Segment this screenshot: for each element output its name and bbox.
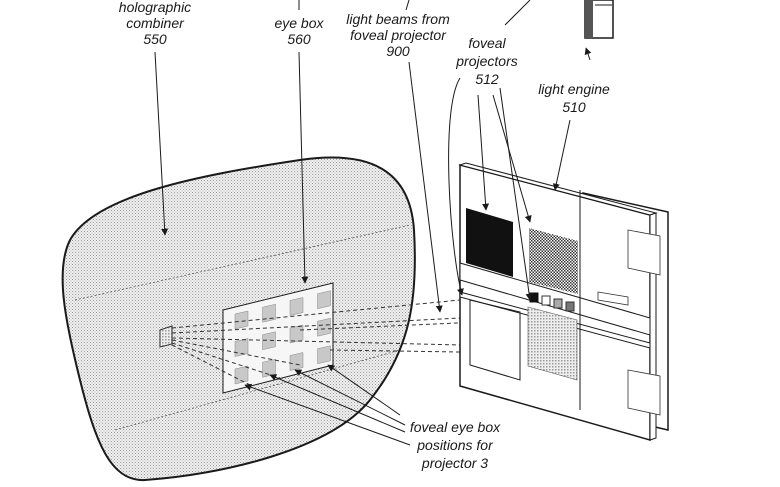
leader-combiner bbox=[154, 51, 169, 236]
label-engine-line1: light engine bbox=[538, 81, 610, 97]
projector-square-4 bbox=[565, 301, 575, 312]
foveal-projector-checker bbox=[529, 228, 578, 294]
projector-square-1 bbox=[529, 292, 539, 303]
eye-box-cells bbox=[234, 290, 331, 385]
eye-box-cell bbox=[289, 324, 304, 344]
projector-square-2 bbox=[541, 295, 551, 306]
leader-eyebox bbox=[298, 51, 309, 284]
leader-projector-3 bbox=[499, 87, 533, 301]
label-beams-ref: 900 bbox=[386, 43, 410, 59]
label-combiner-line2: combiner bbox=[126, 15, 185, 31]
label-positions-line2: positions for bbox=[416, 437, 494, 453]
eye-box-cell bbox=[317, 290, 331, 310]
eye-box-cell bbox=[317, 345, 331, 365]
leader-engine-top bbox=[584, 47, 592, 61]
label-projectors-line2: projectors bbox=[455, 53, 517, 69]
leader-top bbox=[504, 0, 531, 26]
eye-box-cell bbox=[234, 310, 249, 330]
label-positions-line1: foveal eye box bbox=[410, 419, 501, 435]
foveal-projector-light bbox=[527, 306, 578, 381]
projector-square-3 bbox=[553, 298, 563, 309]
eye-box-cell bbox=[262, 303, 276, 323]
eye-box-cell bbox=[317, 317, 331, 337]
guide-line bbox=[74, 224, 411, 301]
label-beams-line2: foveal projector bbox=[350, 27, 447, 43]
leader-beams bbox=[408, 61, 443, 313]
foveal-projector-dark bbox=[466, 208, 513, 277]
leader-top bbox=[405, 0, 410, 11]
label-beams-line1: light beams from bbox=[346, 11, 450, 27]
label-combiner-line1: holographic bbox=[119, 0, 191, 15]
light-beams bbox=[171, 299, 526, 386]
eye-box bbox=[222, 282, 334, 394]
label-combiner-ref: 550 bbox=[143, 31, 167, 47]
label-eyebox-line1: eye box bbox=[274, 15, 324, 31]
label-engine-ref: 510 bbox=[562, 99, 586, 115]
leader-projector-0 bbox=[448, 77, 464, 296]
leader-position-3 bbox=[269, 374, 406, 433]
eye-pupil bbox=[159, 325, 173, 348]
eye-box-cell bbox=[262, 331, 276, 351]
leader-position-1 bbox=[327, 364, 401, 416]
eye-box-cell bbox=[262, 358, 276, 378]
label-projectors-ref: 512 bbox=[475, 71, 499, 87]
leader-engine bbox=[552, 119, 571, 191]
label-positions-line3: projector 3 bbox=[421, 455, 488, 471]
light-engine bbox=[458, 162, 669, 441]
eye-box-cell bbox=[289, 297, 304, 316]
light-engine-top bbox=[584, 0, 614, 39]
label-projectors-line1: foveal bbox=[468, 35, 506, 51]
label-eyebox-ref: 560 bbox=[287, 31, 311, 47]
leader-projector-2 bbox=[492, 94, 532, 223]
leader-projector-1 bbox=[477, 94, 490, 211]
leader-position-4 bbox=[244, 383, 411, 446]
eye-box-cell bbox=[234, 365, 249, 385]
eye-box-cell bbox=[289, 352, 304, 371]
leader-position-2 bbox=[294, 369, 406, 426]
